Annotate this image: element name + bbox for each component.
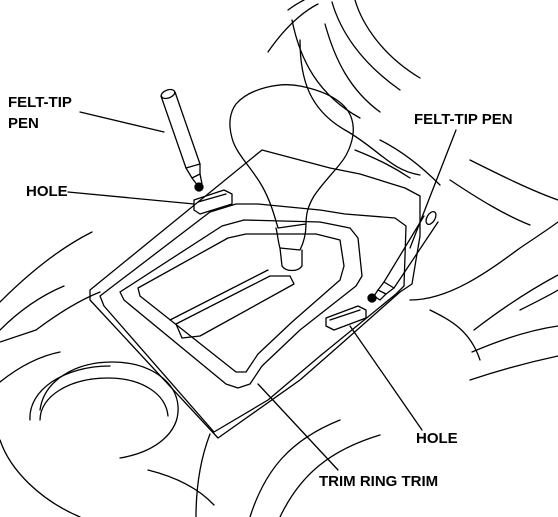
shift-knob [229,84,354,272]
pen-tip-left [194,182,204,192]
leader-lines [67,111,457,471]
trim-ring-trim-label: TRIM RING TRIM [319,473,439,490]
lower-right-lines [249,355,558,517]
shift-gate-opening [119,219,363,389]
shift-slot [175,275,295,339]
shift-gate-inner [137,233,345,373]
felt-tip-pen-left-label: FELT-TIP [8,94,72,111]
hole-right-rect [325,305,367,331]
pen-tip-right [367,293,377,303]
trim-ring-trim [99,203,407,433]
felt-tip-pen-right [373,210,439,301]
felt-tip-pen-left-label-line2: PEN [8,115,39,132]
cup-holder [0,351,215,517]
felt-tip-pen-right-label: FELT-TIP PEN [414,111,513,128]
felt-tip-pen-left [160,88,203,187]
hole-right-label: HOLE [416,430,458,447]
right-side-lines [409,159,558,361]
left-seat-lines [0,231,101,343]
hole-left-rect [193,189,233,215]
dash-panel-lines [267,0,441,186]
hole-left-label: HOLE [26,183,68,200]
